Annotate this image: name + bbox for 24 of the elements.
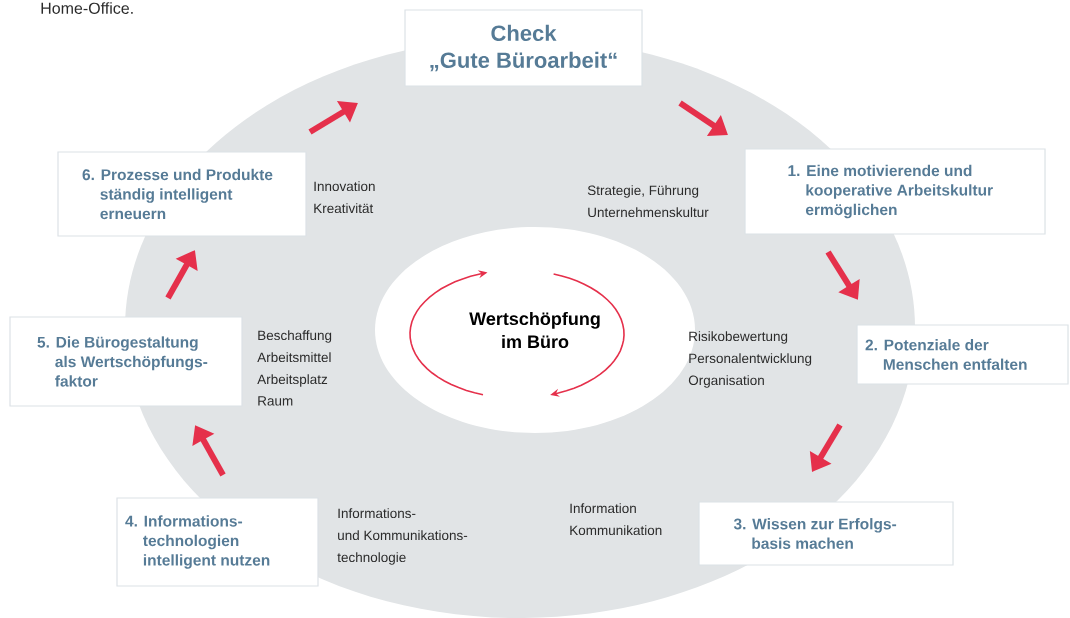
category-label: Raum: [258, 396, 293, 406]
category-label: Arbeitsmittel: [257, 352, 331, 363]
category-label: Unternehmenskultur: [588, 207, 709, 218]
step-box: 3. Wissen zur Erfolgs- basis machen: [698, 501, 954, 566]
category-label: Risikobewertung: [689, 331, 788, 344]
category-label: Strategie, Führung: [587, 185, 699, 198]
step-box: 1. Eine motivierende und kooperative Arbeitskultur ermöglichen: [744, 148, 1046, 235]
category-label: und Kommunikations-: [338, 530, 468, 541]
category-label: Arbeitsplatz: [257, 374, 328, 387]
category-label: Informations-: [338, 508, 416, 519]
category-label: Kommunikation: [570, 525, 662, 536]
category-label: Innovation: [314, 181, 375, 192]
category-label: Personalentwicklung: [689, 353, 812, 366]
title-box: Check „Gute Büroarbeit“: [404, 9, 643, 87]
step-box: 4. Informations- technologien intelligent nutzen: [116, 497, 319, 587]
category-label: Information: [570, 503, 636, 514]
category-label: technologie: [337, 552, 406, 565]
step-box: 6. Prozesse und Produkte ständig intelligent erneuern: [57, 151, 307, 237]
text-fragment: Home-Office.: [41, 2, 133, 14]
category-label: Kreativität: [314, 203, 374, 214]
step-box: 2. Potenziale der Menschen entfalten: [856, 324, 1069, 385]
category-label: Beschaffung: [258, 330, 332, 343]
step-box: 5. Die Bürogestaltung als Wertschöpfungs- faktor: [9, 316, 243, 407]
category-label: Organisation: [688, 375, 764, 388]
